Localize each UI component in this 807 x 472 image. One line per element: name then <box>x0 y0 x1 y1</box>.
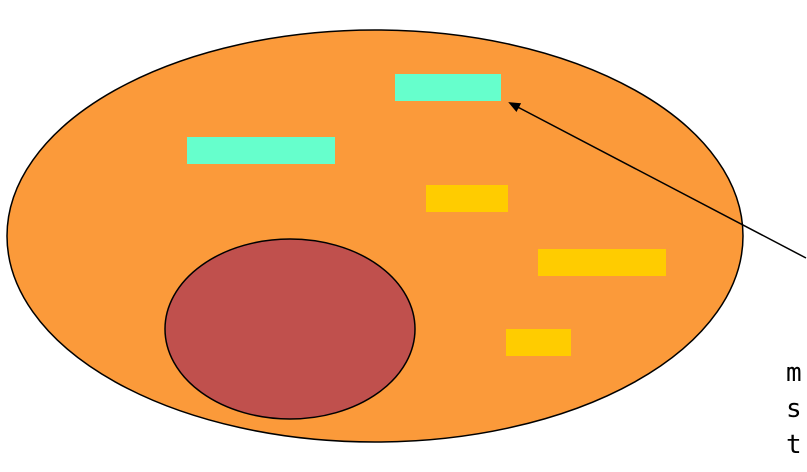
annotation-line-2: s <box>786 392 802 426</box>
annotation-line-1: m <box>786 356 802 390</box>
yellow-organelle-2 <box>538 249 666 276</box>
yellow-organelle-1 <box>426 185 508 212</box>
annotation-line-3: t <box>786 428 802 462</box>
yellow-organelle-3 <box>506 329 571 356</box>
nucleus <box>165 239 415 419</box>
teal-organelle-left <box>187 137 335 164</box>
teal-organelle-top <box>395 74 501 101</box>
